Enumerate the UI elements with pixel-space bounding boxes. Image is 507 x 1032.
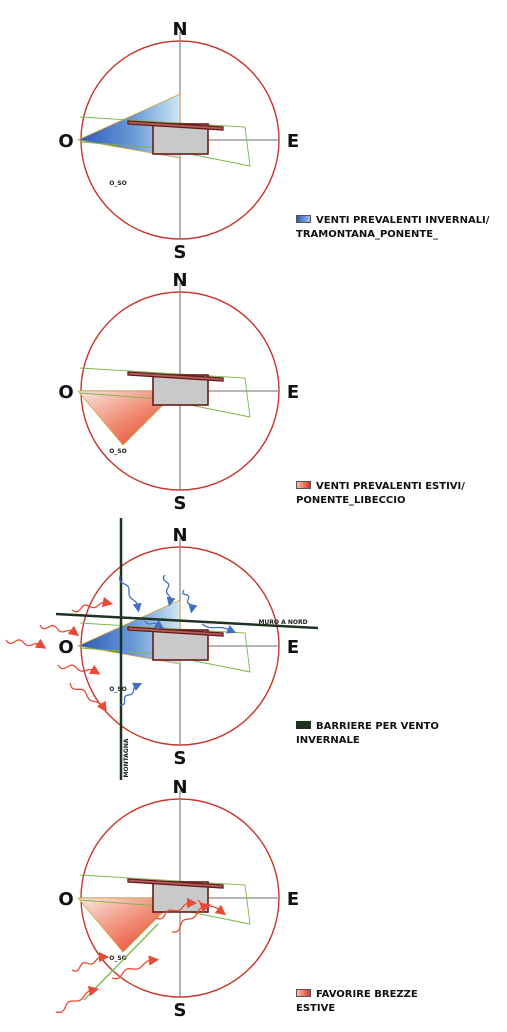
compass-north-label: N xyxy=(172,270,187,291)
legend-breezes-line-1: FAVORIRE BREZZE xyxy=(316,989,418,1000)
sector-label-o-so: O_SO xyxy=(109,686,127,693)
winter-wind-arrow xyxy=(119,575,142,613)
winter-wind-arrow xyxy=(120,682,143,706)
building-roof xyxy=(127,120,224,131)
summer-breeze-arrow xyxy=(55,985,100,1013)
compass-west-label: O xyxy=(58,131,73,152)
barrier-north-label: MURO A NORD xyxy=(258,619,307,626)
compass-west-label: O xyxy=(58,889,73,910)
summer-breeze-arrow xyxy=(171,902,211,933)
legend-summer-line-1: VENTI PREVALENTI ESTIVI/ xyxy=(316,481,465,492)
wind-rose-3: N S E O O_SO MURO A NORD MONTAGNA xyxy=(5,518,319,780)
sector-label-o-so: O_SO xyxy=(109,448,127,455)
building-roof xyxy=(127,878,224,889)
compass-north-label: N xyxy=(172,777,187,798)
compass-south-label: S xyxy=(174,242,187,263)
summer-wind-arrow xyxy=(71,596,114,613)
compass-east-label: E xyxy=(287,637,299,658)
legend-swatch-barrier xyxy=(296,721,311,729)
compass-south-label: S xyxy=(174,1000,187,1021)
compass-north-label: N xyxy=(172,19,187,40)
compass-west-label: O xyxy=(58,382,73,403)
compass-south-label: S xyxy=(174,748,187,769)
winter-wind-arrow xyxy=(162,574,176,607)
site-outline-edge xyxy=(79,141,161,149)
compass-west-label: O xyxy=(58,637,73,658)
compass-north-label: N xyxy=(172,525,187,546)
summer-breeze-arrow xyxy=(71,951,110,972)
summer-wind-arrow xyxy=(69,682,107,713)
site-outline xyxy=(79,116,251,167)
summer-wind-arrow xyxy=(39,624,80,637)
winter-wind-arrow xyxy=(182,589,198,614)
site-outline xyxy=(79,367,251,418)
site-outline xyxy=(79,874,251,925)
legend-swatch-breezes xyxy=(296,989,311,997)
wind-rose-2: N S E O O_SO xyxy=(58,270,299,514)
building-roof xyxy=(127,626,224,637)
compass-south-label: S xyxy=(174,493,187,514)
summer-wind-arrow xyxy=(5,638,47,649)
summer-wind-arrow xyxy=(57,664,101,675)
sector-label-o-so: O_SO xyxy=(109,180,127,187)
summer-breeze-arrow xyxy=(111,955,160,980)
barrier-west-label: MONTAGNA xyxy=(123,738,130,777)
legend-winter-line-1: VENTI PREVALENTI INVERNALI/ xyxy=(316,215,490,226)
wind-rose-1: N S E O O_SO xyxy=(58,19,299,263)
summer-breeze-arrow xyxy=(155,897,198,920)
legend-summer-winds: VENTI PREVALENTI ESTIVI/ PONENTE_LIBECCI… xyxy=(296,480,501,508)
legend-swatch-summer xyxy=(296,481,311,489)
compass-east-label: E xyxy=(287,131,299,152)
compass-east-label: E xyxy=(287,382,299,403)
legend-summer-breezes: FAVORIRE BREZZE ESTIVE xyxy=(296,988,501,1016)
sector-label-o-so: O_SO xyxy=(109,955,127,962)
legend-barrier-line-1: BARRIERE PER VENTO xyxy=(316,721,439,732)
barrier-north-wall-line xyxy=(55,612,319,630)
site-outline-edge xyxy=(79,392,161,400)
site-outline-edge xyxy=(79,899,161,907)
legend-summer-line-2: PONENTE_LIBECCIO xyxy=(296,495,406,506)
legend-barrier-line-2: INVERNALE xyxy=(296,735,360,746)
summer-breeze-arrow xyxy=(197,899,227,916)
legend-breezes-line-2: ESTIVE xyxy=(296,1003,336,1014)
legend-swatch-winter xyxy=(296,215,311,223)
legend-winter-winds: VENTI PREVALENTI INVERNALI/ TRAMONTANA_P… xyxy=(296,214,501,242)
compass-east-label: E xyxy=(287,889,299,910)
wind-rose-4: N S E O O_SO xyxy=(55,777,299,1021)
legend-barriers: BARRIERE PER VENTO INVERNALE xyxy=(296,720,501,748)
legend-winter-line-2: TRAMONTANA_PONENTE_ xyxy=(296,229,439,240)
winter-wind-arrow xyxy=(144,619,164,629)
building-roof xyxy=(127,371,224,382)
winter-wind-arrow xyxy=(201,623,237,634)
